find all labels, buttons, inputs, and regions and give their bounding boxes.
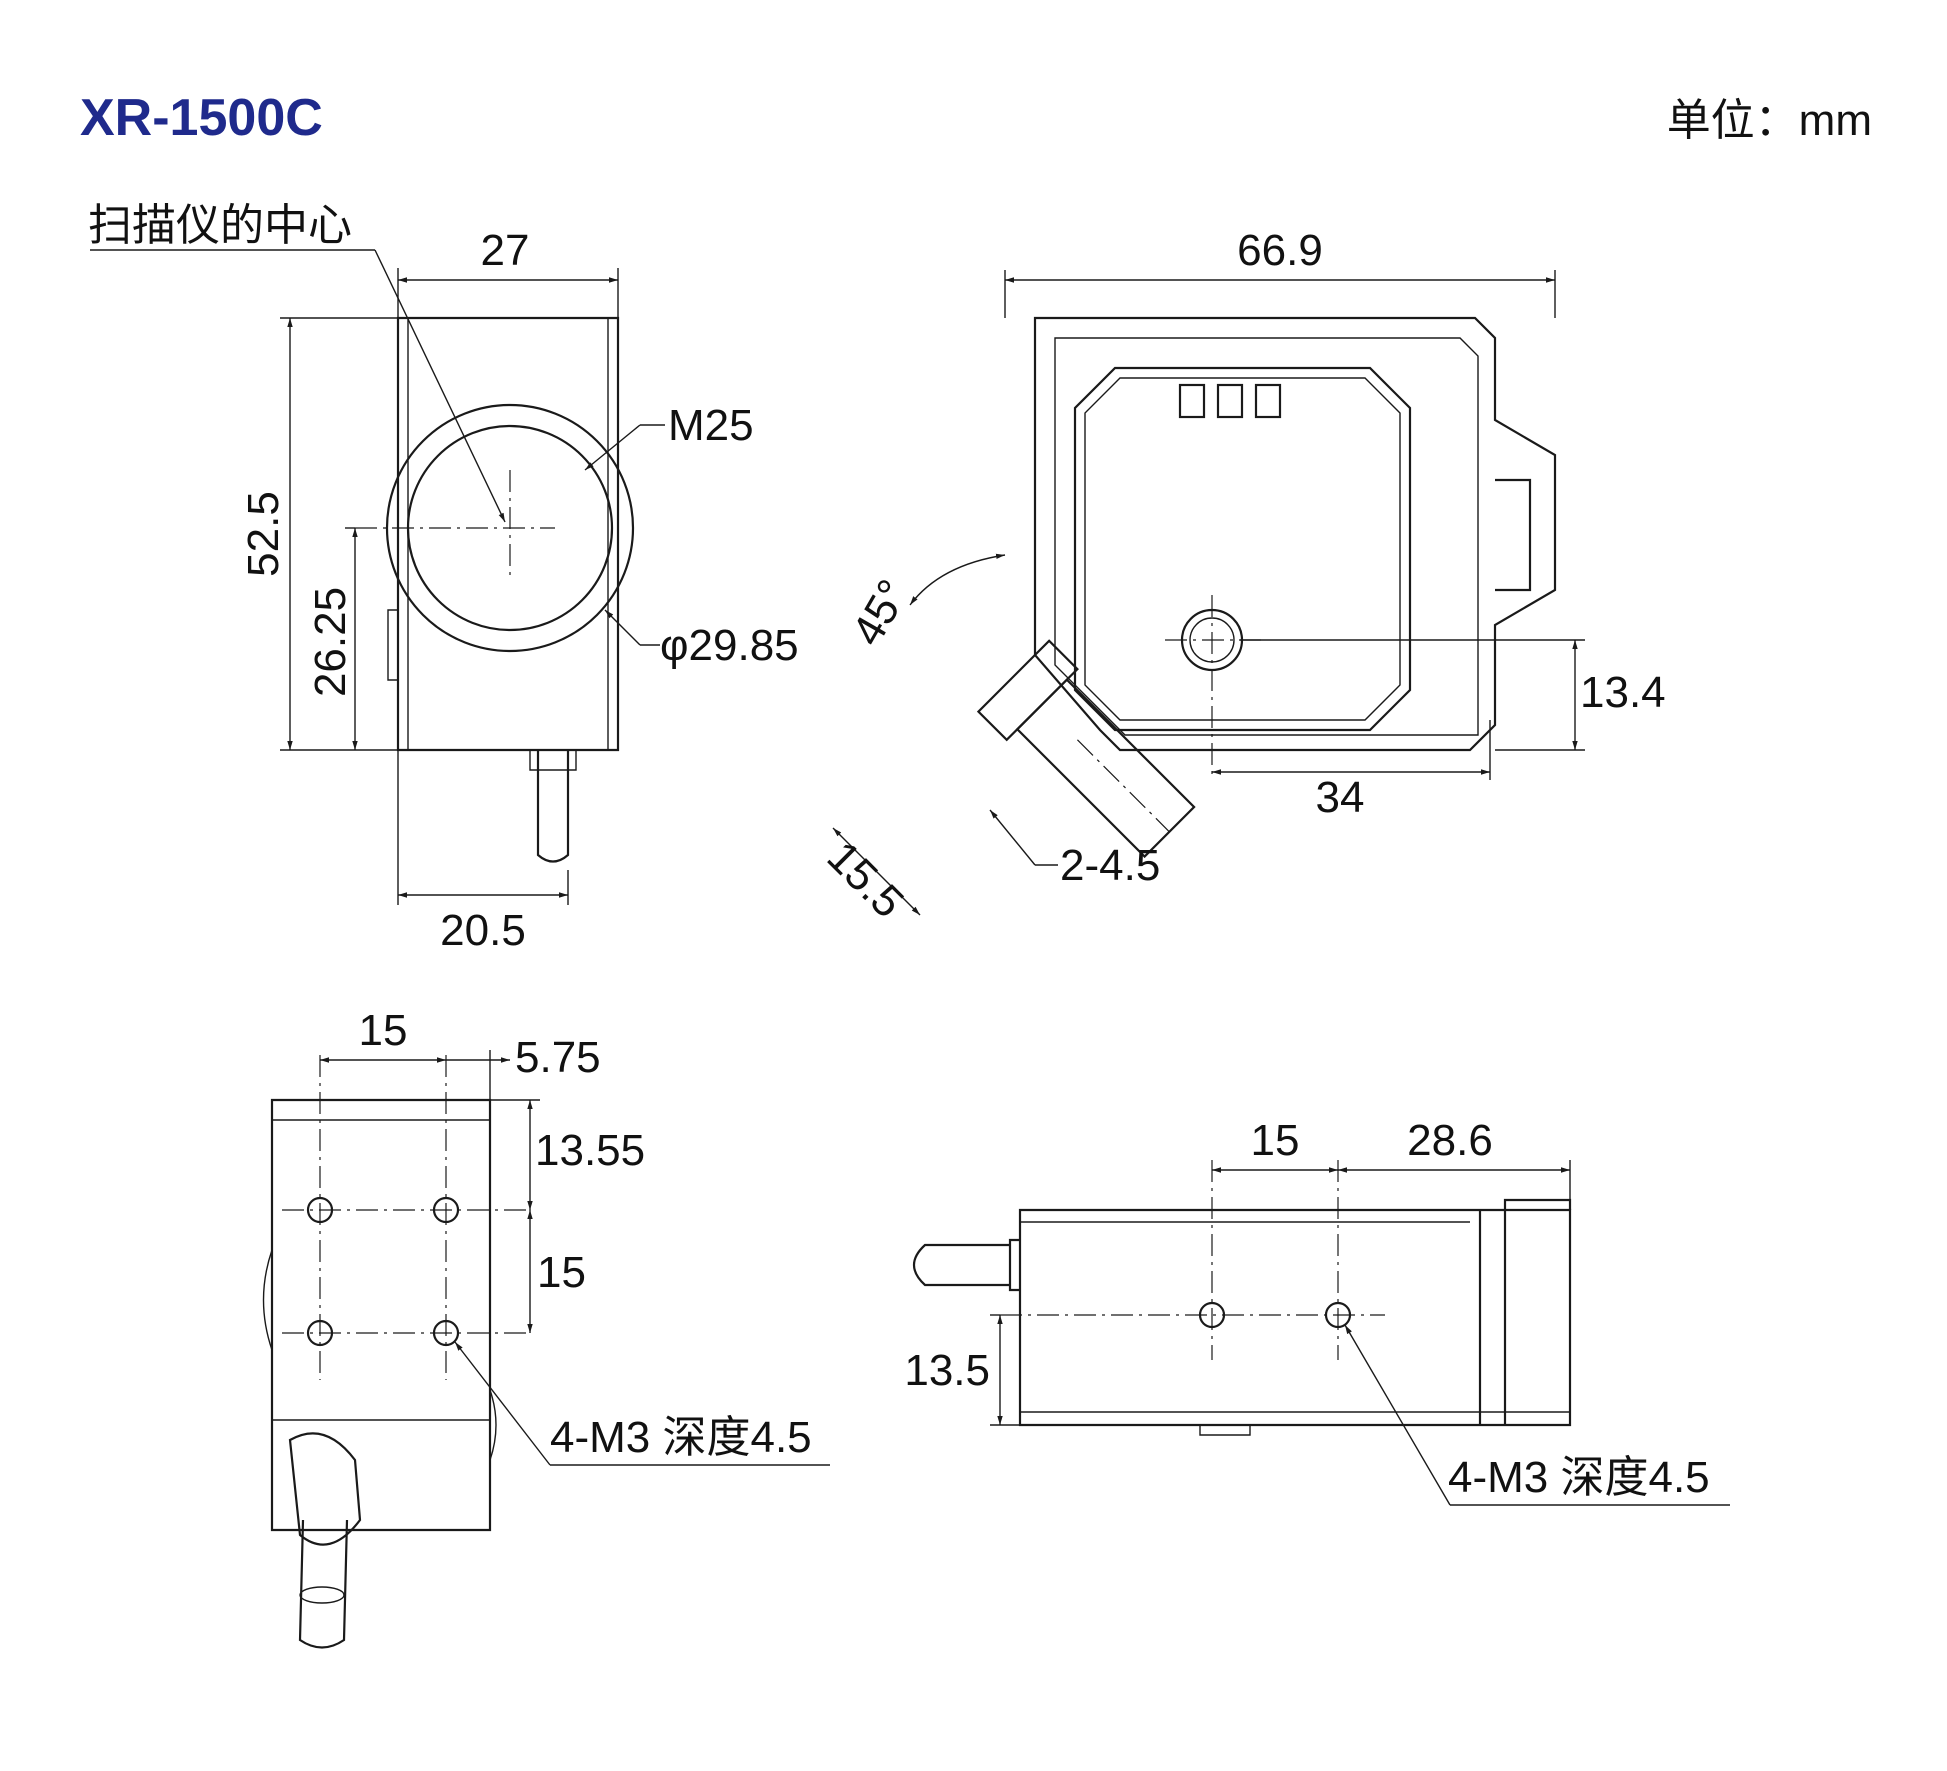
bottom-body-edges (1020, 1221, 1570, 1413)
top-cable (976, 639, 1196, 859)
side-body-outline (270, 1098, 492, 1532)
top-body-outline (1033, 316, 1557, 752)
bottom-front-lip (1503, 1198, 1572, 1210)
front-connector-collar (529, 750, 577, 771)
callout-side-holes-leader (454, 1341, 551, 1466)
bottom-front-plate (1478, 1210, 1507, 1425)
dim-34-label: 34 (1316, 773, 1365, 822)
dim-angle-45 (909, 553, 1006, 606)
lens-ring-outer (385, 403, 635, 653)
callout-dia-leader (604, 609, 641, 646)
led-indicator-3 (1254, 383, 1282, 419)
dim-15-5 (832, 827, 921, 916)
dim-bottom-28-6-label: 28.6 (1407, 1116, 1493, 1165)
front-connector (536, 750, 570, 863)
led-indicator-2 (1216, 383, 1244, 419)
callout-center-arrow (374, 249, 506, 523)
dim-width-27-label: 27 (481, 226, 530, 275)
callout-side-holes-label: 4-M3 深度4.5 (550, 1413, 812, 1462)
dim-side-15-x-label: 15 (359, 1006, 408, 1055)
side-body-edges (272, 1119, 490, 1421)
dim-angle-45-label: 45° (843, 572, 919, 654)
bottom-body-outline (1018, 1208, 1572, 1427)
bottom-connector-nut (1008, 1238, 1020, 1292)
dim-height-52-5-label: 52.5 (239, 491, 288, 577)
side-cable-gland (288, 1432, 362, 1546)
led-indicator-1 (1178, 383, 1206, 419)
front-body-outline (396, 316, 620, 752)
dim-height-26-25-label: 26.25 (306, 587, 355, 697)
side-cable-ring (299, 1586, 345, 1604)
bottom-view: 15 28.6 13.5 4-M3 深度4.5 (904, 1116, 1730, 1506)
callout-center-label: 扫描仪的中心 (88, 201, 352, 250)
callout-m25-leader (584, 424, 641, 471)
model-title: XR-1500C (80, 89, 323, 147)
dim-side-15-y-label: 15 (537, 1248, 586, 1297)
callout-bottom-holes-label: 4-M3 深度4.5 (1448, 1453, 1710, 1502)
callout-2-4-5-leader (989, 809, 1036, 866)
bottom-underside-bump (1199, 1425, 1251, 1436)
side-lens-bulge (262, 1249, 273, 1351)
side-cable (298, 1519, 349, 1649)
top-side-lens (1495, 478, 1532, 592)
side-view: 15 5.75 13.55 15 4-M3 深度4.5 (262, 1006, 830, 1649)
side-right-bump (489, 1389, 497, 1461)
top-cable-centerline (1077, 739, 1170, 833)
unit-label: 单位：mm (1667, 96, 1872, 145)
top-view: 66.9 45° 13.4 34 15.5 2-4.5 (818, 226, 1666, 927)
bottom-cable (912, 1243, 1010, 1287)
top-cable-collar (976, 639, 1079, 742)
dim-width-20-5-label: 20.5 (440, 906, 526, 955)
top-body-inner (1054, 337, 1479, 736)
dim-width-66-9-label: 66.9 (1237, 226, 1323, 275)
dim-15-5-label: 15.5 (818, 832, 913, 927)
callout-dia-label: φ29.85 (660, 621, 799, 670)
top-window-inner (1084, 377, 1401, 721)
front-view: 27 扫描仪的中心 52.5 26.25 M25 φ29.85 20.5 (88, 201, 799, 955)
dim-13-4-label: 13.4 (1580, 668, 1666, 717)
callout-m25-label: M25 (668, 401, 754, 450)
front-side-bump (387, 609, 398, 681)
top-cable-body (1015, 678, 1196, 859)
callout-bottom-holes-leader (1344, 1324, 1451, 1506)
dim-side-5-75-label: 5.75 (515, 1033, 601, 1082)
callout-2-4-5-label: 2-4.5 (1060, 841, 1160, 890)
dim-bottom-15-label: 15 (1251, 1116, 1300, 1165)
dim-bottom-13-5-label: 13.5 (904, 1346, 990, 1395)
dim-side-13-55-label: 13.55 (535, 1126, 645, 1175)
top-window-outer (1073, 366, 1412, 732)
